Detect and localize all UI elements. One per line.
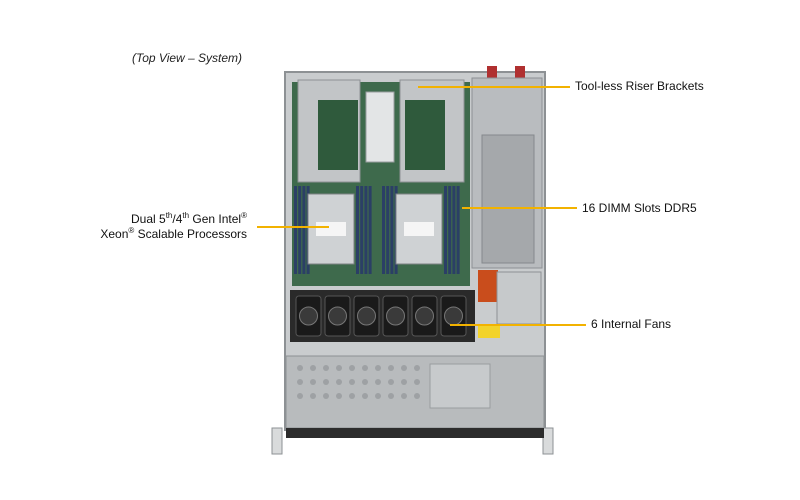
fan-hub-4 [386, 306, 405, 326]
psu-handle-red-1 [487, 66, 497, 80]
dimm-slot-7 [364, 186, 368, 274]
view-caption: (Top View – System) [132, 51, 243, 65]
dimm-slot-2 [298, 186, 302, 274]
vent-hole [310, 379, 316, 385]
vent-hole [310, 393, 316, 399]
vent-hole [323, 379, 329, 385]
dimm-slot-13 [444, 186, 447, 274]
leader-line-dimm [462, 207, 577, 209]
riser-card-left [318, 100, 358, 170]
vent-hole [297, 379, 303, 385]
fan-hub-1 [299, 306, 318, 326]
vent-hole [414, 393, 420, 399]
pcie-slot-center [365, 91, 395, 163]
dimm-slot-1 [294, 186, 297, 274]
right-rack-ear [542, 427, 554, 455]
dimm-slot-15 [452, 186, 456, 274]
vent-hole [323, 365, 329, 371]
fan-hub-3 [357, 306, 376, 326]
vent-hole [336, 393, 342, 399]
psu-handle-red-2 [515, 66, 525, 80]
warning-sticker [478, 326, 500, 338]
dimm-slot-16 [456, 186, 460, 274]
vent-hole [297, 365, 303, 371]
vent-hole [336, 365, 342, 371]
front-bezel [286, 428, 544, 438]
vent-hole [336, 379, 342, 385]
vent-hole [349, 379, 355, 385]
vent-hole [375, 365, 381, 371]
front-vents [297, 365, 420, 399]
callout-dimm-slots: 16 DIMM Slots DDR5 [582, 201, 697, 215]
vent-hole [323, 393, 329, 399]
dimm-slot-10 [386, 186, 390, 274]
callout-processors: Dual 5th/4th Gen Intel® Xeon® Scalable P… [100, 212, 247, 242]
fan-hub-2 [328, 306, 347, 326]
vent-hole [401, 365, 407, 371]
cpu-label-1 [316, 222, 346, 236]
callout-riser-brackets: Tool-less Riser Brackets [575, 79, 704, 93]
vent-hole [362, 393, 368, 399]
vent-hole [388, 393, 394, 399]
vent-hole [388, 365, 394, 371]
power-cable-bundle [478, 270, 498, 302]
vent-hole [401, 393, 407, 399]
dimm-slot-9 [382, 186, 385, 274]
vent-hole [297, 393, 303, 399]
drive-bay-panel [429, 363, 491, 409]
vent-hole [401, 379, 407, 385]
dimm-slot-14 [448, 186, 452, 274]
vent-hole [362, 365, 368, 371]
dimm-slot-11 [390, 186, 394, 274]
callout-processors-line1: Dual 5th/4th Gen Intel® [131, 211, 247, 227]
dimm-slot-6 [360, 186, 364, 274]
dimm-slot-5 [356, 186, 359, 274]
leader-line-riser [418, 86, 570, 88]
vent-hole [375, 393, 381, 399]
left-rack-ear [271, 427, 283, 455]
vent-hole [414, 379, 420, 385]
riser-card-right [405, 100, 445, 170]
callout-processors-line2: Xeon® Scalable Processors [100, 226, 247, 242]
dimm-slot-8 [368, 186, 372, 274]
vent-hole [375, 379, 381, 385]
callout-internal-fans: 6 Internal Fans [591, 317, 672, 331]
vent-hole [388, 379, 394, 385]
fan-hub-5 [415, 306, 434, 326]
vent-hole [310, 365, 316, 371]
vent-hole [414, 365, 420, 371]
power-distribution [496, 271, 542, 325]
fan-hub-6 [444, 306, 463, 326]
internal-fans [295, 295, 467, 337]
vent-hole [349, 365, 355, 371]
leader-line-cpu [257, 226, 329, 228]
power-supply-cover [481, 134, 535, 264]
vent-hole [349, 393, 355, 399]
dimm-slot-3 [302, 186, 306, 274]
cpu-label-2 [404, 222, 434, 236]
vent-hole [362, 379, 368, 385]
leader-line-fans [450, 324, 586, 326]
cpu-heatsink-2 [395, 193, 443, 265]
